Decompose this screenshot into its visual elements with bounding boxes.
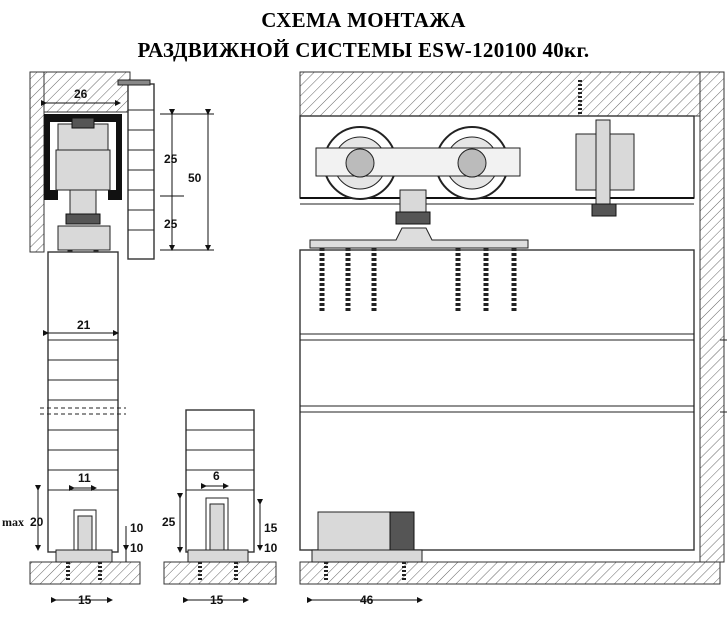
nut xyxy=(65,213,101,225)
dim-mid-10: 10 xyxy=(264,541,278,555)
dim-max-label: max xyxy=(2,515,24,529)
floor-hatch-left xyxy=(29,561,141,585)
front-view xyxy=(299,71,727,563)
front-screws xyxy=(319,248,517,312)
dim-bottom-15-left: 15 xyxy=(78,593,92,607)
front-bolt xyxy=(399,189,427,215)
middle-section xyxy=(185,409,255,553)
side-view-top xyxy=(29,71,155,310)
dim-21: 21 xyxy=(77,318,91,332)
dim-11: 11 xyxy=(78,471,91,485)
dim-upper-25: 25 xyxy=(164,152,178,166)
top-screw xyxy=(117,79,151,86)
carriage-wheel xyxy=(55,149,111,191)
ceiling-hatch-right xyxy=(299,71,725,117)
floor-hatch-middle xyxy=(163,561,277,585)
dim-50: 50 xyxy=(188,171,202,185)
dim-max-20: 20 xyxy=(30,515,44,529)
wall-hatch-right xyxy=(699,71,725,563)
dim-26: 26 xyxy=(74,87,88,101)
dim-6: 6 xyxy=(213,469,220,483)
dim-left-10a: 10 xyxy=(130,521,144,535)
dim-46: 46 xyxy=(360,593,374,607)
rail-profile xyxy=(44,114,122,200)
dim-bottom-15-mid: 15 xyxy=(210,593,224,607)
front-floor-guide xyxy=(311,549,423,563)
front-door xyxy=(299,249,695,551)
mounting-plate xyxy=(57,225,111,251)
dim-mid-25: 25 xyxy=(162,515,176,529)
dim-mid-15: 15 xyxy=(264,521,278,535)
floor-guide-left xyxy=(55,549,113,563)
front-mounting-plate xyxy=(309,227,529,249)
side-door-panel xyxy=(40,251,126,553)
diagram-title-line1: СХЕМА МОНТАЖА xyxy=(261,8,466,32)
floor-hatch-right xyxy=(299,561,721,585)
floor-guide-middle xyxy=(187,549,249,563)
diagram-title-line2: РАЗДВИЖНОЙ СИСТЕМЫ ESW-120100 40кг. xyxy=(137,38,590,62)
bolt xyxy=(69,189,97,217)
dim-left-10b: 10 xyxy=(130,541,144,555)
dim-lower-25: 25 xyxy=(164,217,178,231)
wall-hatch-left xyxy=(29,71,45,253)
